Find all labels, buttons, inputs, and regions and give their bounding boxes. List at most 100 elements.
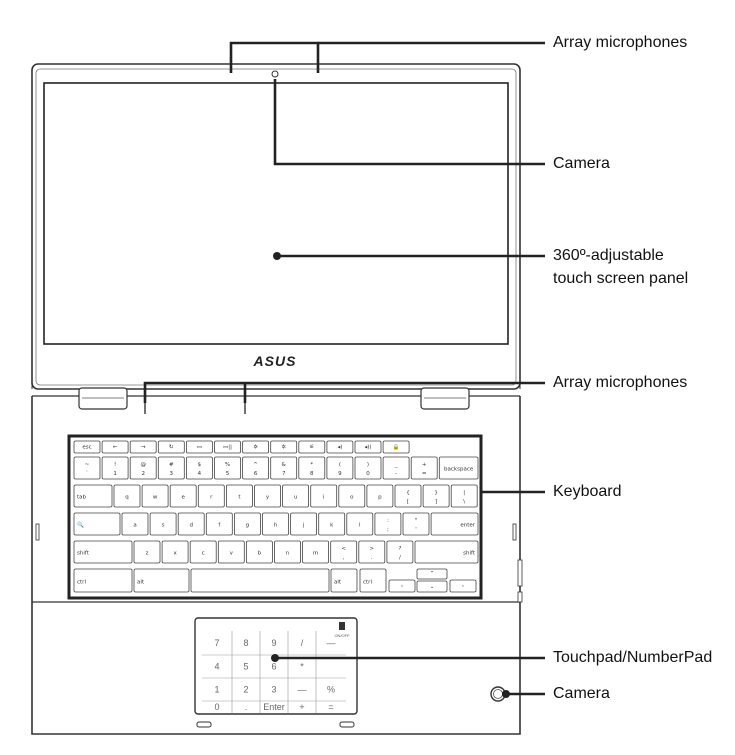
key-h[interactable]: h (262, 512, 289, 536)
key-e[interactable]: e (169, 484, 197, 508)
touchpad-button-left[interactable] (196, 721, 212, 728)
tab-key[interactable]: tab (73, 484, 113, 508)
key-f[interactable]: f (205, 512, 233, 536)
key-z[interactable]: z (133, 540, 161, 564)
z-sym-key-2[interactable]: ?/ (386, 540, 414, 564)
key-x[interactable]: x (161, 540, 189, 564)
key-o-legend: o (350, 495, 354, 501)
num-key-12[interactable]: += (410, 456, 438, 480)
arrow-up-key[interactable]: ⌃ (416, 568, 448, 580)
num-key-5[interactable]: %5 (214, 456, 241, 480)
key-m[interactable]: m (302, 540, 330, 564)
numberpad-key-1-3[interactable]: * (300, 662, 304, 672)
fn-key-4[interactable]: ▭ (185, 440, 213, 454)
num-key-8[interactable]: *8 (298, 456, 326, 480)
num-key-3[interactable]: #3 (157, 456, 185, 480)
alt-left-key[interactable]: alt (133, 568, 190, 593)
key-s[interactable]: s (149, 512, 177, 536)
key-y[interactable]: y (254, 484, 281, 508)
fn-key-7[interactable]: ✲ (270, 440, 298, 454)
shift-right-key[interactable]: shift (414, 540, 479, 564)
key-p[interactable]: p (366, 484, 394, 508)
numberpad-key-2-4[interactable]: % (327, 685, 335, 695)
fn-key-5-cap (214, 440, 241, 454)
fn-key-3[interactable]: ↻ (157, 440, 185, 454)
numberpad-key-3-1[interactable]: . (245, 702, 248, 712)
q-sym-key-1[interactable]: }] (422, 484, 450, 508)
arrow-right-key[interactable]: › (449, 579, 477, 593)
key-j[interactable]: j (290, 512, 318, 536)
fn-key-8[interactable]: ⚟ (298, 440, 326, 454)
ctrl-right-key[interactable]: ctrl (359, 568, 387, 593)
z-sym-key-1[interactable]: >. (358, 540, 386, 564)
key-i[interactable]: i (310, 484, 338, 508)
key-d[interactable]: d (177, 512, 205, 536)
num-key-7[interactable]: &7 (270, 456, 298, 480)
key-w[interactable]: w (141, 484, 169, 508)
key-r[interactable]: r (197, 484, 225, 508)
space-key[interactable] (190, 568, 330, 593)
numberpad-key-2-3[interactable]: — (298, 685, 307, 695)
num-key-9[interactable]: (9 (326, 456, 354, 480)
key-t[interactable]: t (225, 484, 253, 508)
fn-key-6[interactable]: ✲ (242, 440, 270, 454)
touchpad-button-right[interactable] (339, 721, 355, 728)
numberpad-key-0-1[interactable]: 8 (243, 638, 248, 648)
num-key-4[interactable]: $4 (185, 456, 213, 480)
fn-key-11[interactable]: 🔒 (382, 440, 410, 454)
key-v[interactable]: v (217, 540, 245, 564)
key-n[interactable]: n (274, 540, 301, 564)
a-sym-key-0[interactable]: :; (374, 512, 402, 536)
num-key-2[interactable]: @2 (129, 456, 157, 480)
numberpad-key-3-2[interactable]: Enter (263, 702, 285, 712)
numberpad-key-3-3[interactable]: + (299, 702, 304, 712)
fn-key-10[interactable]: ◂)) (354, 440, 382, 454)
fn-key-0[interactable]: esc (73, 440, 101, 454)
key-g[interactable]: g (233, 512, 261, 536)
numberpad-key-2-1[interactable]: 2 (243, 685, 248, 695)
numberpad-key-0-0[interactable]: 7 (214, 638, 219, 648)
numberpad-key-3-4[interactable]: = (328, 702, 333, 712)
numberpad-key-3-0[interactable]: 0 (214, 702, 219, 712)
numberpad-key-2-0[interactable]: 1 (214, 685, 219, 695)
touchpad[interactable] (194, 617, 358, 715)
a-sym-key-1[interactable]: "' (402, 512, 430, 536)
numberpad-key-0-4[interactable]: — (327, 638, 336, 648)
num-key-1[interactable]: !1 (101, 456, 129, 480)
numberpad-key-0-3[interactable]: / (301, 638, 304, 648)
backspace-key[interactable]: backspace (438, 456, 479, 480)
num-key-6[interactable]: ^6 (242, 456, 270, 480)
num-key-11[interactable]: _- (382, 456, 410, 480)
arrow-left-key[interactable]: ‹ (388, 579, 416, 593)
num-key-0[interactable]: ~` (73, 456, 101, 480)
q-sym-key-2[interactable]: |\ (450, 484, 478, 508)
key-b[interactable]: b (245, 540, 273, 564)
search-key[interactable]: 🔍 (73, 512, 121, 536)
arrow-down-key[interactable]: ⌄ (416, 580, 448, 593)
key-c[interactable]: c (189, 540, 217, 564)
z-sym-key-0[interactable]: <, (330, 540, 358, 564)
fn-key-9[interactable]: ◂) (326, 440, 354, 454)
key-u[interactable]: u (282, 484, 310, 508)
alt-right-key[interactable]: alt (330, 568, 358, 593)
numberpad-key-1-2[interactable]: 6 (271, 662, 276, 672)
key-s-cap (149, 512, 177, 536)
q-sym-key-0[interactable]: {[ (394, 484, 422, 508)
fn-key-5[interactable]: ▭|| (214, 440, 241, 454)
enter-key[interactable]: enter (430, 512, 479, 536)
ctrl-left-key[interactable]: ctrl (73, 568, 133, 593)
key-a[interactable]: a (121, 512, 149, 536)
key-k[interactable]: k (318, 512, 346, 536)
numberpad-key-1-0[interactable]: 4 (214, 662, 219, 672)
numberpad-toggle[interactable]: ON/OFF (334, 622, 350, 638)
key-o[interactable]: o (338, 484, 366, 508)
numberpad-key-1-1[interactable]: 5 (243, 662, 248, 672)
num-key-10[interactable]: )0 (354, 456, 382, 480)
key-l[interactable]: l (346, 512, 374, 536)
shift-left-key[interactable]: shift (73, 540, 133, 564)
numberpad-key-2-2[interactable]: 3 (271, 685, 276, 695)
fn-key-1[interactable]: ← (101, 440, 129, 454)
key-q[interactable]: q (113, 484, 141, 508)
numberpad-key-0-2[interactable]: 9 (271, 638, 276, 648)
fn-key-2[interactable]: → (129, 440, 157, 454)
